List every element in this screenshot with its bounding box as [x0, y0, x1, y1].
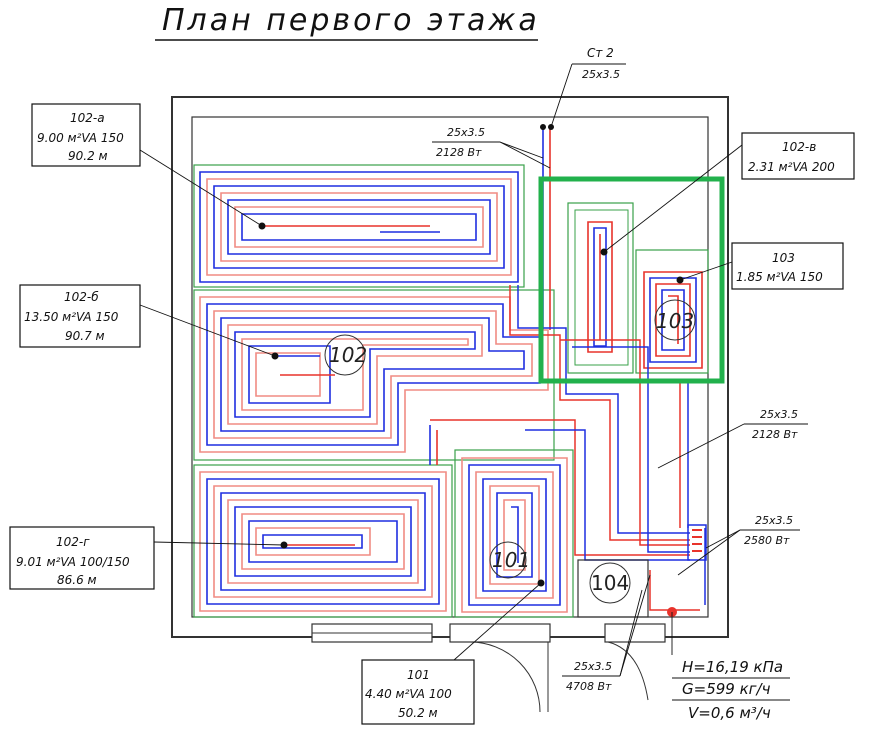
svg-text:102-а: 102-а: [70, 111, 105, 125]
plan-title: План первого этажа: [162, 3, 540, 38]
room-number-103: 103: [656, 309, 694, 333]
svg-text:102-б: 102-б: [64, 290, 99, 304]
circuit-102-g: [199, 425, 447, 612]
svg-text:101: 101: [407, 668, 430, 682]
svg-text:102-г: 102-г: [56, 535, 90, 549]
svg-text:9.00 м²VA 150: 9.00 м²VA 150: [37, 131, 124, 145]
circuit-103: [643, 271, 703, 369]
highlight-frame: [538, 176, 725, 384]
svg-text:2.31 м²VA 200: 2.31 м²VA 200: [748, 160, 835, 174]
building-walls: [171, 96, 729, 713]
callout-102-a: 102-а 9.00 м²VA 150 90.2 м: [31, 103, 263, 227]
svg-text:50.2 м: 50.2 м: [398, 706, 438, 720]
svg-text:4.40 м²VA 100: 4.40 м²VA 100: [365, 687, 452, 701]
svg-text:25x3.5: 25x3.5: [574, 660, 612, 673]
svg-text:2580 Вт: 2580 Вт: [744, 534, 790, 547]
svg-text:Ст 2: Ст 2: [587, 46, 614, 60]
circuit-101: [461, 457, 568, 613]
lead-middle-label: 25x3.5 2128 Вт: [657, 408, 808, 469]
callout-102-v: 102-в 2.31 м²VA 200: [603, 132, 855, 253]
callout-102-b: 102-б 13.50 м²VA 150 90.7 м: [19, 284, 276, 357]
circuit-102-v: [574, 209, 629, 366]
svg-text:86.6 м: 86.6 м: [57, 573, 97, 587]
riser-label: Ст 2 25x3.5: [550, 46, 626, 128]
upper-lead-label: 25x3.5 2128 Вт: [432, 126, 551, 169]
room-number-101: 101: [492, 548, 530, 572]
lead-bottom-label: 25x3.5 4708 Вт: [562, 574, 651, 693]
svg-text:2128 Вт: 2128 Вт: [752, 428, 798, 441]
hydraulic-summary: H=16,19 кПа G=599 кг/ч V=0,6 м³/ч: [671, 612, 790, 722]
svg-text:1.85 м²VA 150: 1.85 м²VA 150: [736, 270, 823, 284]
room-104-enclosure: [577, 559, 649, 618]
callout-102-g: 102-г 9.01 м²VA 100/150 86.6 м: [9, 526, 285, 590]
svg-text:90.7 м: 90.7 м: [65, 329, 105, 343]
svg-text:9.01 м²VA 100/150: 9.01 м²VA 100/150: [16, 555, 130, 569]
svg-text:25x3.5: 25x3.5: [760, 408, 798, 421]
callout-101: 101 4.40 м²VA 100 50.2 м: [361, 582, 542, 725]
svg-text:2128 Вт: 2128 Вт: [436, 146, 482, 159]
lead-right-label: 25x3.5 2580 Вт: [677, 514, 800, 576]
svg-text:4708 Вт: 4708 Вт: [566, 680, 612, 693]
distribution-lines: [430, 285, 706, 611]
svg-text:G=599 кг/ч: G=599 кг/ч: [682, 680, 771, 698]
manifold: [667, 524, 707, 617]
svg-text:13.50 м²VA 150: 13.50 м²VA 150: [24, 310, 119, 324]
svg-text:H=16,19 кПа: H=16,19 кПа: [682, 658, 783, 676]
svg-text:103: 103: [772, 251, 795, 265]
svg-text:102-в: 102-в: [782, 140, 816, 154]
room-number-102: 102: [329, 343, 367, 367]
room-number-104: 104: [591, 571, 629, 595]
heating-zones: [193, 164, 709, 618]
svg-text:V=0,6 м³/ч: V=0,6 м³/ч: [688, 704, 771, 722]
circuit-102-b: [199, 296, 549, 453]
room-markers: 102 103 101 104: [324, 299, 696, 604]
svg-text:25x3.5: 25x3.5: [582, 68, 620, 81]
svg-text:90.2 м: 90.2 м: [68, 149, 108, 163]
circuit-102-a: [199, 171, 519, 283]
callout-103: 103 1.85 м²VA 150: [679, 242, 844, 290]
svg-text:25x3.5: 25x3.5: [755, 514, 793, 527]
svg-text:25x3.5: 25x3.5: [447, 126, 485, 139]
